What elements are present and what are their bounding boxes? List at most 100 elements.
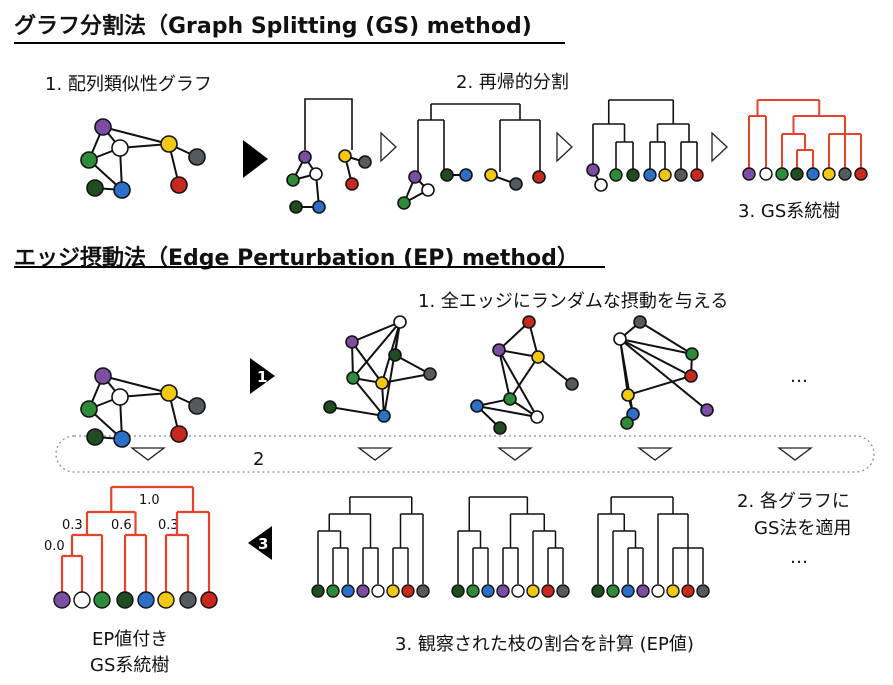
gs-tree3-leaf-red [690, 168, 704, 182]
ep-g2-edge [498, 349, 538, 418]
ep-base-node-blue [113, 430, 131, 448]
ep-g3-node-green [685, 347, 699, 361]
ep-g1-edge [351, 321, 401, 343]
gs-final-leaf-yellow [822, 167, 836, 181]
ep-ellipsis-trees: … [790, 547, 808, 568]
gs-node-yellow [160, 135, 178, 153]
gs-final-leaf-darkgreen [790, 167, 804, 181]
ep-tree3-leaf-red [681, 584, 695, 598]
gs-split-a-node-white [309, 167, 323, 181]
ep-g1-edge [352, 377, 385, 417]
gs-tree2-b-node-blue [459, 168, 473, 182]
ep-final-tree [53, 485, 218, 609]
gs-node-red [170, 176, 188, 194]
ep-value-mid: 0.6 [111, 518, 132, 533]
ep-g2-node-green [503, 392, 517, 406]
ep-g3-edge [619, 338, 629, 396]
gs-node-purple [94, 118, 112, 136]
step2-down-arrow [497, 447, 533, 461]
ep-g3-edge [619, 338, 692, 377]
gs-final-leaf-white [759, 167, 773, 181]
gs-tree3-leaf-darkgreen [626, 168, 640, 182]
badge-3: 3 [248, 526, 272, 560]
gs-split-b-node-yellow [338, 149, 352, 163]
gs-split-a-node-green [286, 173, 300, 187]
ep-g1-node-darkgreen [388, 348, 402, 362]
ep-g2-node-darkgreen [493, 421, 507, 435]
gs-tree3-a-node-white [594, 178, 608, 192]
ep-base-node-yellow [160, 384, 178, 402]
gs-node-white [111, 139, 129, 157]
step2-band [55, 435, 875, 473]
ep-tree3-leaf-gray [696, 584, 710, 598]
ep-base-edge [102, 375, 170, 394]
gs-step-arrow [556, 131, 573, 163]
gs-final-leaf-red [854, 167, 868, 181]
ep-g1-node-purple [345, 335, 359, 349]
gs-final-leaf-purple [742, 167, 756, 181]
ep-g2-node-red [522, 315, 536, 329]
ep-value-left: 0.3 [62, 518, 83, 533]
ep-g2-node-blue [470, 399, 484, 413]
ep-g2-edge [509, 356, 539, 400]
ep-tree-label-line2: GS系統樹 [90, 655, 170, 676]
ep-g1-edge [383, 321, 401, 417]
ep-g1-node-green [346, 371, 360, 385]
svg-text:3: 3 [258, 535, 268, 553]
ep-base-node-white [111, 388, 129, 406]
ep-g3-node-white [613, 332, 627, 346]
ep-value-right: 0.3 [158, 518, 179, 533]
gs-tree2-a-node-green [397, 196, 411, 210]
ep-final-leaf-blue [137, 591, 155, 609]
gs-step2-label: 2. 再帰的分割 [456, 72, 569, 93]
gs-tree3-a-node-purple [586, 163, 600, 177]
ep-final-leaf-red [200, 591, 218, 609]
gs-tree3-leaf-green [609, 168, 623, 182]
gs-tree2-b-node-darkgreen [440, 168, 454, 182]
gs-split-b-node-gray [358, 155, 372, 169]
ep-g1-node-white [393, 315, 407, 329]
gs-node-blue [113, 181, 131, 199]
ep-g2-edge [537, 356, 573, 385]
ep-g3-edge [627, 375, 692, 396]
ep-tree2-leaf-green [466, 584, 480, 598]
ep-g3-node-gray [633, 315, 647, 329]
gs-edge [102, 126, 170, 145]
gs-tree2-c-node-gray [509, 177, 523, 191]
ep-tree3-leaf-blue [621, 584, 635, 598]
ep-tree1-leaf-green [326, 584, 340, 598]
ep-tree3-leaf-yellow [666, 584, 680, 598]
gs-step3-label: 3. GS系統樹 [738, 201, 841, 222]
step2-down-arrow [357, 447, 393, 461]
ep-final-leaf-white [73, 591, 91, 609]
ep-base-node-red [170, 425, 188, 443]
ep-g3-node-purple [700, 403, 714, 417]
gs-step1-label: 1. 配列類似性グラフ [45, 74, 212, 95]
ep-g2-node-white [530, 410, 544, 424]
gs-step-arrow [380, 131, 397, 163]
ep-tree3-leaf-purple [636, 584, 650, 598]
gs-tree2-c-node-yellow [484, 168, 498, 182]
gs-final-leaf-blue [806, 167, 820, 181]
gs-split-a-node-darkgreen [289, 200, 303, 214]
ep-tree3-leaf-green [606, 584, 620, 598]
ep-step3-label: 3. 観察された枝の割合を計算 (EP値) [395, 634, 694, 655]
ep-tree2-leaf-blue [481, 584, 495, 598]
ep-g1-edge [351, 341, 383, 384]
gs-title: グラフ分割法（Graph Splitting (GS) method) [14, 14, 532, 39]
ep-tree2-leaf-white [511, 584, 525, 598]
gs-main-arrow [243, 140, 268, 178]
ep-step2-label-line1: 2. 各グラフに [737, 491, 850, 512]
ep-tree2-leaf-gray [556, 584, 570, 598]
gs-split-bracket [304, 98, 353, 150]
badge-1: 1 [250, 358, 275, 394]
ep-g2-edge [498, 349, 511, 400]
gs-tree2-a-node-purple [408, 170, 422, 184]
gs-final-leaf-gray [838, 167, 852, 181]
ep-tree3-leaf-white [651, 584, 665, 598]
ep-g2-node-yellow [531, 350, 545, 364]
ep-step2-band-label: 2 [253, 449, 265, 470]
ep-tree2-leaf-purple [496, 584, 510, 598]
ep-final-leaf-green [93, 591, 111, 609]
